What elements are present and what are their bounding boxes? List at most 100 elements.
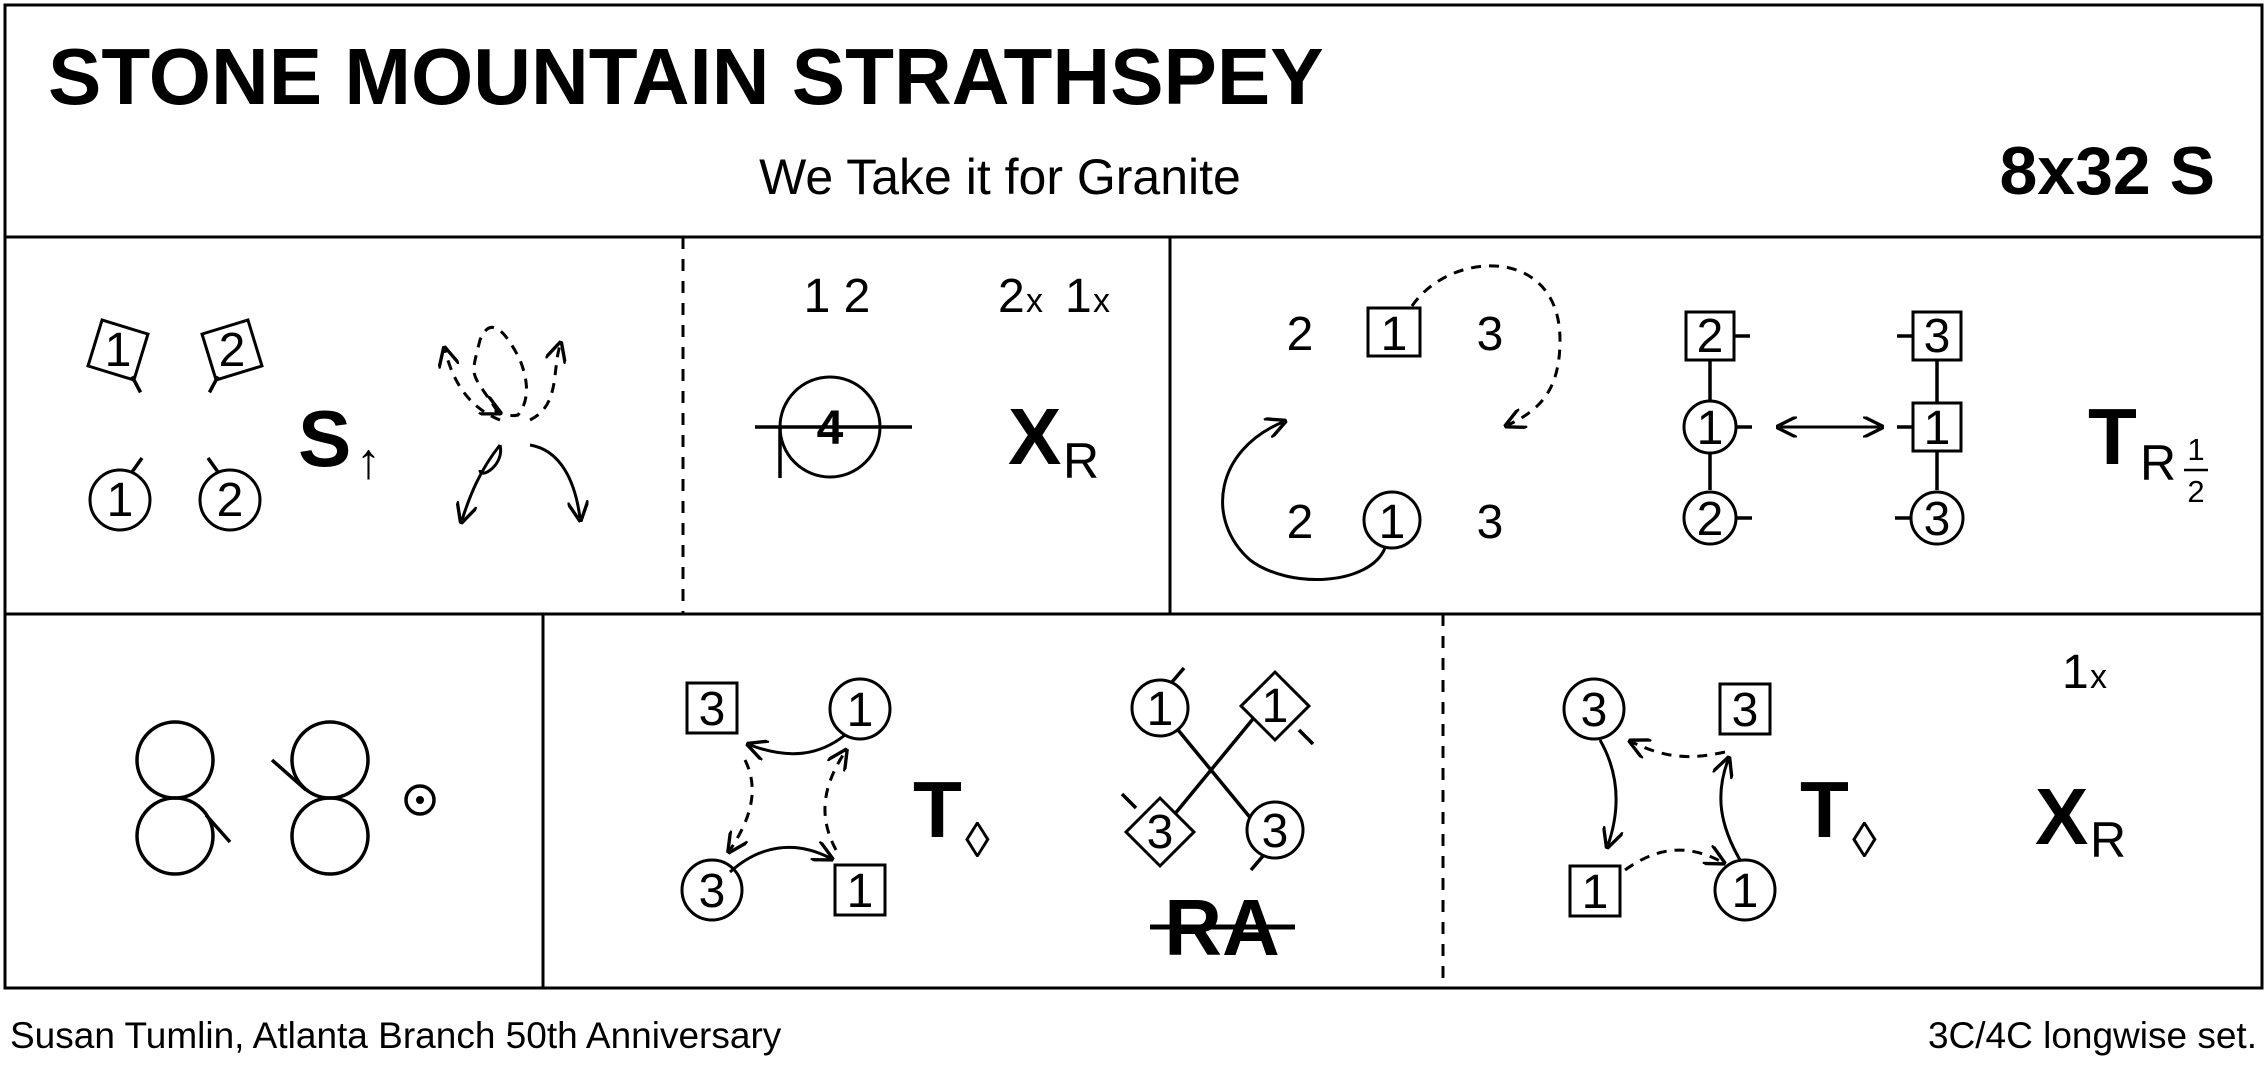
dancer-diamond [200, 318, 264, 394]
dancer-label: 3 [699, 865, 726, 918]
dancer-diamond [86, 318, 150, 394]
dancer-label: 3 [699, 683, 726, 736]
dancer-label: 2 [1697, 310, 1724, 363]
dashed-path-arrow [1410, 264, 1562, 425]
cell-turn: 2 1 3 2 1 3 2 1 2 3 1 3 T R 1 2 [1221, 264, 2208, 582]
cell-cross-over: 1 2 2 x 1 x 4 X R [755, 270, 1110, 489]
dancer-label: 2 [1287, 496, 1314, 549]
cross-mark: x [2090, 658, 2107, 696]
hand-line [1158, 706, 1264, 834]
figure-subscript: R [2090, 812, 2126, 868]
dancer-label: 3 [1732, 684, 1759, 737]
cell-turn-diamond: 3 1 3 1 T ◊ 1 1 3 3 RA [680, 666, 1315, 972]
solid-path-arrow [462, 444, 502, 520]
solid-path-arrow [1221, 422, 1387, 582]
outer-frame [3, 3, 2264, 990]
dancer-circle [1130, 678, 1190, 738]
dancers-label: 1 2 [804, 270, 871, 323]
dashed-path-arrow [730, 759, 754, 850]
dancer-label: 2 [219, 324, 246, 377]
figure-letter: S [298, 394, 351, 483]
dashed-path-arrow [445, 350, 501, 422]
dancer-circle [1362, 490, 1422, 550]
cross-mark: x [1093, 282, 1110, 320]
dashed-path-arrow [529, 345, 560, 422]
dancer-label: 3 [1581, 684, 1608, 737]
dancer-label: 1 [847, 865, 874, 918]
dancer-label: 2 [1697, 493, 1724, 546]
dancer-circle [1245, 800, 1305, 860]
figure-letter: X [1008, 392, 1061, 481]
cell-setting: 1 2 1 2 S ↑ [86, 318, 580, 532]
dancer-square [685, 681, 739, 735]
solid-path-arrow [728, 847, 830, 874]
figure-letter: T [2088, 392, 2137, 481]
dance-title: STONE MOUNTAIN STRATHSPEY [48, 32, 1324, 121]
dancer-label: 3 [1262, 805, 1289, 858]
dancer-label: 1 [1147, 683, 1174, 736]
dancer-circle [680, 858, 744, 922]
solid-path-arrow [529, 443, 580, 518]
dancer-square [1911, 310, 1963, 362]
cell-turn-cross: 3 3 1 1 T ◊ 1 x X R [1562, 646, 2126, 922]
dancer-square [1684, 310, 1736, 362]
dancer-label: 3 [1477, 496, 1504, 549]
dancer-square [1718, 682, 1772, 736]
dancer-diamond [1238, 669, 1315, 746]
up-arrow: ↑ [356, 433, 381, 489]
dancer-label: 1 [2062, 646, 2089, 699]
fraction-denominator: 2 [2187, 474, 2204, 509]
solid-curve [478, 444, 503, 475]
dancer-label: 1 [1262, 680, 1289, 733]
dancer-label: 2 [1287, 308, 1314, 361]
dancer-circle [1713, 858, 1777, 922]
dancer-label: 3 [1924, 310, 1951, 363]
dancer-circle [88, 468, 152, 532]
cross-mark: x [1026, 282, 1043, 320]
dancer-circle [1562, 677, 1626, 741]
dancer-square [833, 863, 887, 917]
dancer-label: 2 [217, 474, 244, 527]
dancer-label: 1 [1379, 496, 1406, 549]
dancer-label: 3 [1147, 806, 1174, 859]
fraction-numerator: 1 [2187, 432, 2204, 467]
dancer-label: 1 [847, 684, 874, 737]
dancer-square [1366, 306, 1422, 358]
figure-letter: T [913, 765, 962, 854]
figure-subscript: R [1063, 433, 1099, 489]
bar-count: 4 [817, 402, 844, 455]
dancer-label: 1 [1381, 308, 1408, 361]
solid-path-arrow [1598, 739, 1616, 845]
figure-letter: X [2035, 772, 2088, 861]
dancer-label: 1 [107, 474, 134, 527]
reel-loop [290, 796, 370, 876]
dashed-path-arrow [1632, 742, 1726, 757]
reel-loop [135, 796, 215, 876]
dancer-label: 3 [1924, 493, 1951, 546]
reel-loop [135, 720, 215, 800]
cell-reels [135, 720, 436, 876]
dancer-label: 1 [1732, 865, 1759, 918]
dancer-circle [198, 468, 262, 532]
dancer-label: 1 [1697, 402, 1724, 455]
diamond-symbol: ◊ [965, 812, 990, 868]
solid-path-arrow [750, 733, 846, 754]
diamond-symbol: ◊ [1852, 812, 1877, 868]
dancer-square [1568, 864, 1622, 918]
dancer-label: 1 [1065, 270, 1092, 323]
position-marker [404, 784, 436, 816]
dashed-path-arrow [823, 752, 845, 851]
dancer-diamond [1120, 792, 1197, 869]
solid-path-arrow [1721, 760, 1742, 861]
figure-letter: T [1800, 765, 1849, 854]
footer-set-type: 3C/4C longwise set. [1928, 1015, 2257, 1056]
dashed-path-arrow [472, 325, 528, 418]
dance-subtitle: We Take it for Granite [759, 149, 1241, 205]
dancer-label: 1 [1924, 402, 1951, 455]
dancer-label: 1 [1582, 866, 1609, 919]
dance-code: 8x32 S [1999, 133, 2215, 209]
dancer-label: 1 [105, 324, 132, 377]
dancer-label: 2 [998, 270, 1025, 323]
footer-author: Susan Tumlin, Atlanta Branch 50th Annive… [10, 1015, 782, 1056]
